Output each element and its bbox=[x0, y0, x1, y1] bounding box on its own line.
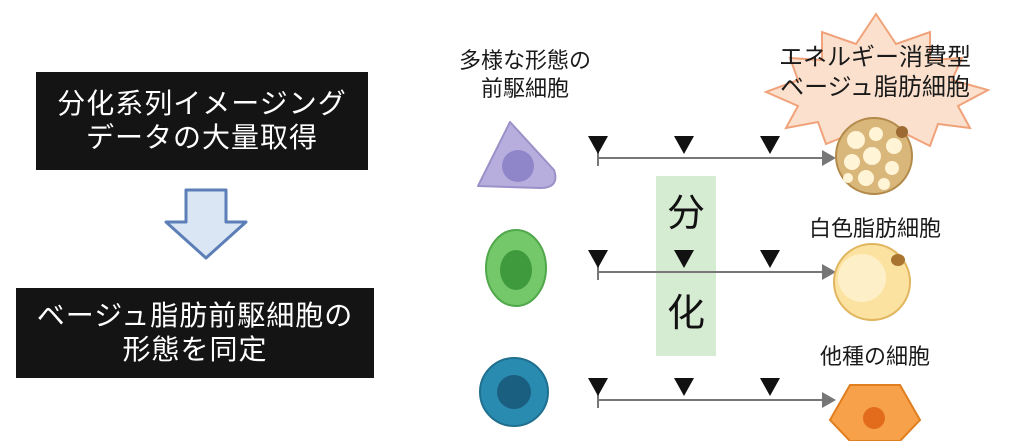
other-cell bbox=[828, 384, 922, 441]
step1-box: 分化系列イメージング データの大量取得 bbox=[36, 72, 368, 170]
other-cell-label: 他種の細胞 bbox=[819, 345, 930, 370]
beige-adipocyte-label: エネルギー消費型 ベージュ脂肪細胞 bbox=[760, 42, 990, 102]
beige-adipocyte-cell bbox=[835, 117, 913, 195]
precursor-label-line2: 前駆細胞 bbox=[480, 77, 569, 102]
step1-line1: 分化系列イメージング bbox=[57, 87, 347, 120]
precursor-purple-cell bbox=[477, 121, 557, 189]
step1-line2: データの大量取得 bbox=[85, 121, 318, 154]
timeline-arrow-3 bbox=[588, 378, 836, 408]
differentiation-char-1: 分 bbox=[666, 191, 705, 235]
precursor-blue-cell bbox=[479, 357, 549, 427]
down-arrow-icon bbox=[164, 188, 248, 260]
step2-line1: ベージュ脂肪前駆細胞の bbox=[36, 299, 354, 332]
precursor-green-cell bbox=[485, 229, 547, 307]
differentiation-char-2: 化 bbox=[666, 291, 705, 335]
beige-label-line2: ベージュ脂肪細胞 bbox=[780, 73, 970, 101]
timeline-arrow-2 bbox=[588, 250, 836, 280]
step2-box: ベージュ脂肪前駆細胞の 形態を同定 bbox=[16, 288, 374, 378]
differentiation-band bbox=[656, 176, 716, 356]
white-adipocyte-label: 白色脂肪細胞 bbox=[808, 217, 941, 242]
step2-line2: 形態を同定 bbox=[122, 333, 268, 366]
timeline-arrow-1 bbox=[588, 136, 836, 166]
white-adipocyte-cell bbox=[833, 243, 911, 321]
precursor-label: 多様な形態の 前駆細胞 bbox=[440, 48, 610, 104]
beige-label-line1: エネルギー消費型 bbox=[779, 43, 971, 71]
precursor-label-line1: 多様な形態の bbox=[458, 49, 591, 74]
